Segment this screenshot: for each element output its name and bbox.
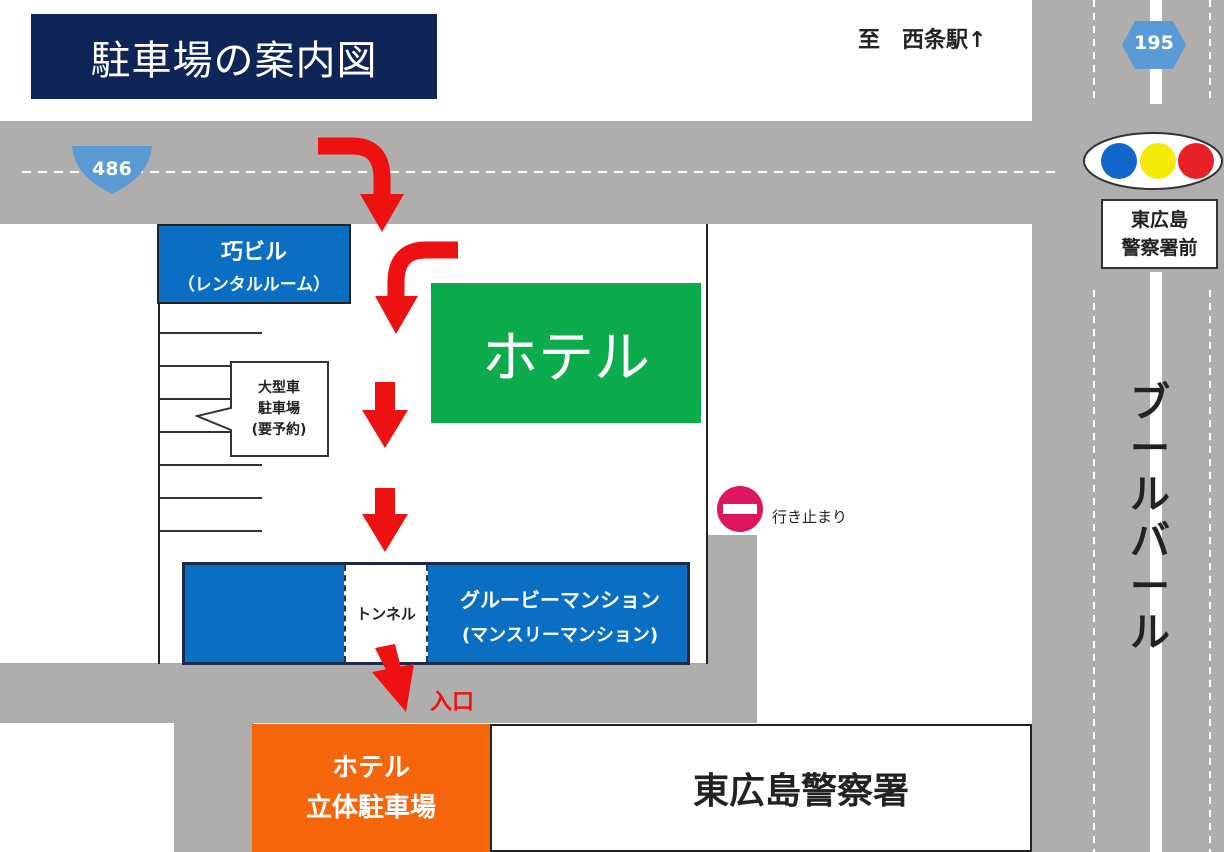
entrance-arrow-icon <box>372 644 414 712</box>
callout-line: 駐車場 <box>258 400 300 417</box>
lot-right-border <box>706 224 708 664</box>
parking-stall-line <box>160 431 262 433</box>
road-bottom-left-vertical <box>174 700 254 852</box>
parking-stall-line <box>160 365 262 367</box>
callout-line: (要予約) <box>251 421 307 438</box>
curved-arrow-icon <box>375 241 458 334</box>
large-vehicle-callout: 大型車 駐車場 (要予約) <box>230 362 328 456</box>
parking-stall-line <box>160 497 262 499</box>
callout-bubble-icon <box>195 361 329 457</box>
curved-arrow-icon <box>318 137 404 232</box>
boulevard-char: ル <box>1130 472 1170 518</box>
takumi-building: 巧ビル （レンタルルーム） <box>157 224 351 304</box>
police-station-name: 東広島警察署 <box>692 771 909 812</box>
mansion-label: グルービーマンション (マンスリーマンション) <box>430 575 690 655</box>
direction-label: 至 西条駅↑ <box>858 28 987 53</box>
route-195-shield: 195 <box>1121 19 1187 71</box>
police-station: 東広島警察署 <box>490 724 1032 852</box>
boulevard-char: ー <box>1130 564 1170 610</box>
parking-stall-line <box>160 332 262 334</box>
mansion-name: グルービーマンション <box>460 587 660 612</box>
takumi-building-sub: （レンタルルーム） <box>177 274 331 295</box>
hexagon-shield-icon <box>1122 21 1186 69</box>
callout-line: 大型車 <box>258 379 300 396</box>
intersection-label-line1: 東広島 <box>1130 209 1188 231</box>
road-dead-end-spur <box>708 535 757 723</box>
route-195-number: 195 <box>1134 32 1174 54</box>
takumi-building-name: 巧ビル <box>220 239 287 265</box>
intersection-label-line2: 警察署前 <box>1121 237 1198 259</box>
parking-tower-line1: ホテル <box>331 753 410 783</box>
down-arrow-icon <box>362 382 408 448</box>
dead-end-label: 行き止まり <box>772 508 848 526</box>
down-arrow-icon <box>362 488 408 552</box>
lot-left-border <box>158 224 160 664</box>
boulevard-char: ー <box>1130 426 1170 472</box>
mansion-sub: (マンスリーマンション) <box>461 624 659 646</box>
parking-tower-line2: 立体駐車場 <box>305 793 436 823</box>
inverted-shield-icon <box>72 146 152 194</box>
entrance-label: 入口 <box>430 690 475 715</box>
route-486-number: 486 <box>92 158 132 180</box>
map-title: 駐車場の案内図 <box>31 14 437 99</box>
boulevard-char: ル <box>1130 610 1170 656</box>
boulevard-label: ブ ー ル バ ー ル <box>1120 380 1180 656</box>
tunnel-label: トンネル <box>356 605 416 623</box>
route-486-shield: 486 <box>70 144 154 196</box>
mansion-complex <box>182 562 690 665</box>
parking-stall-line <box>160 398 262 400</box>
intersection-label: 東広島 警察署前 <box>1101 199 1218 269</box>
parking-stall-line <box>160 530 262 532</box>
hotel-building: ホテル <box>431 283 701 423</box>
no-entry-icon <box>717 486 763 532</box>
traffic-signal-icon <box>1083 132 1223 190</box>
boulevard-char: バ <box>1130 518 1170 564</box>
boulevard-char: ブ <box>1130 380 1170 426</box>
parking-stall-line <box>160 464 262 466</box>
hotel-parking-tower: ホテル 立体駐車場 <box>252 724 490 852</box>
